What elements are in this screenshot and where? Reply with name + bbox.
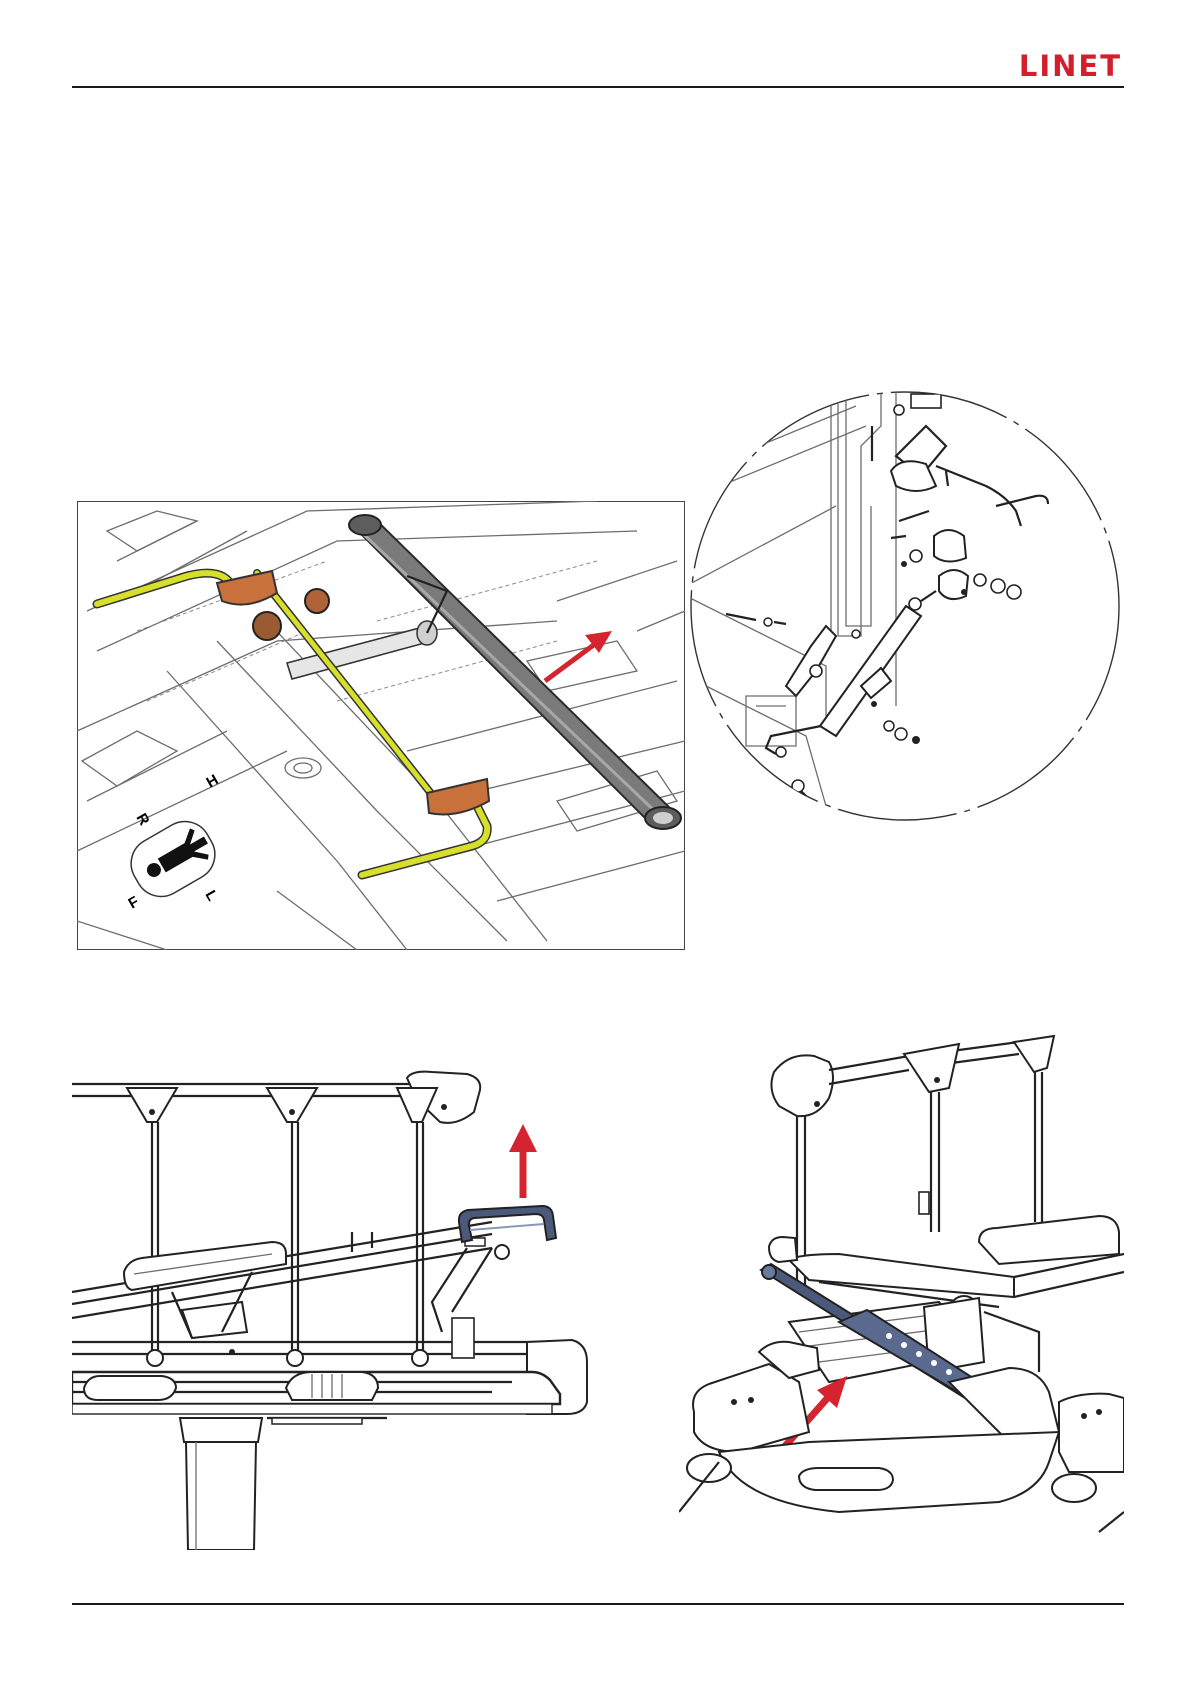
figure-exploded-detail	[686, 386, 1124, 826]
column	[180, 1418, 262, 1550]
top-rail	[72, 1072, 480, 1357]
figure-frame-overview: H R L F	[77, 501, 685, 950]
exploded-detail-illustration	[686, 386, 1124, 826]
brand-logo: LINET	[1002, 50, 1122, 82]
footer-rule	[72, 1603, 1124, 1605]
perspective-view-illustration	[679, 1032, 1124, 1550]
red-arrow-icon	[509, 1124, 537, 1198]
tilted-deck	[72, 1222, 509, 1318]
frame-overview-illustration: H R L F	[77, 501, 685, 950]
figure-perspective-view	[679, 1032, 1124, 1550]
side-view-illustration	[72, 1042, 647, 1550]
figure-side-view	[72, 1042, 647, 1550]
header-rule	[72, 86, 1124, 88]
base	[679, 1342, 1124, 1532]
deck	[769, 1216, 1124, 1307]
